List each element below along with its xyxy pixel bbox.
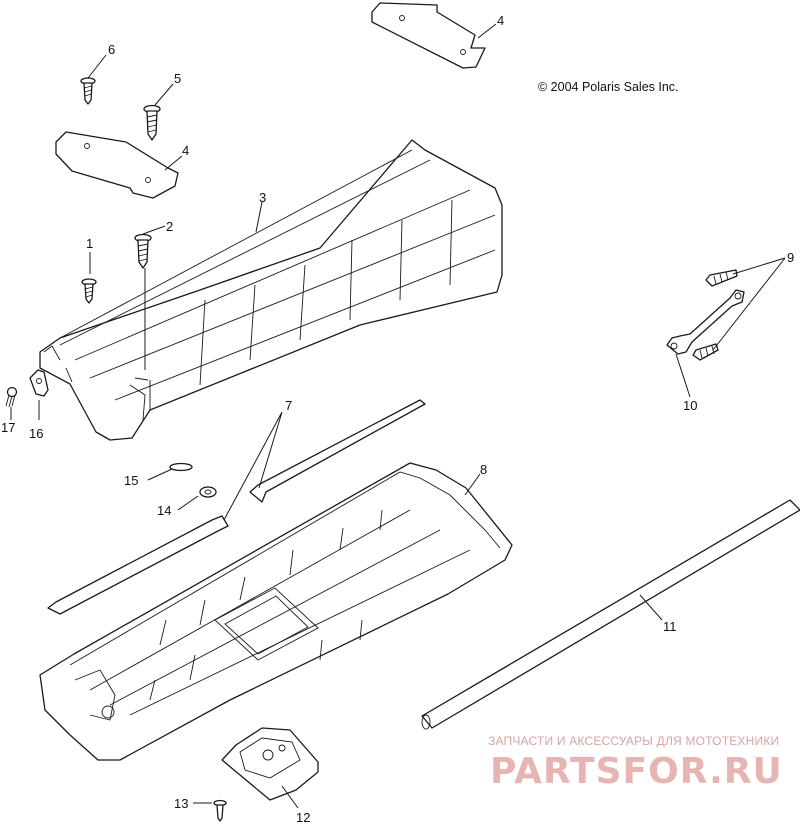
callout-8: 8	[480, 462, 487, 477]
callout-15: 15	[124, 473, 138, 488]
callout-4-mid: 4	[182, 143, 189, 158]
callout-2: 2	[166, 219, 173, 234]
rod-part-7-lower	[47, 515, 229, 615]
leader-lines	[10, 23, 786, 809]
nut-part-14	[199, 486, 217, 498]
screw-part-2	[134, 233, 152, 269]
screw-part-17	[5, 386, 18, 408]
callout-10: 10	[683, 398, 697, 413]
bracket-mid-part-4	[55, 131, 179, 199]
screw-part-9-lower	[692, 343, 719, 361]
copyright-text: © 2004 Polaris Sales Inc.	[538, 80, 679, 94]
watermark: ЗАПЧАСТИ И АКСЕССУАРЫ ДЛЯ МОТОТЕХНИКИ PA…	[488, 734, 783, 792]
callout-14: 14	[157, 503, 171, 518]
latch-plate-part-12	[221, 727, 319, 801]
rod-part-7-upper	[249, 399, 426, 503]
callout-labels: 1 2 3 4 4 5 6 7 8 9 10 11 12 13 14 15 16…	[1, 13, 794, 825]
tunnel-part-3	[39, 139, 503, 441]
screw-part-5	[143, 104, 161, 141]
callout-3: 3	[259, 190, 266, 205]
screw-part-13	[213, 799, 227, 822]
callout-12: 12	[296, 810, 310, 825]
tube-part-11	[421, 499, 800, 730]
screw-part-1	[81, 278, 97, 304]
callout-7: 7	[285, 398, 292, 413]
bracket-top-part-4	[371, 2, 486, 69]
clip-part-16	[29, 369, 49, 397]
callout-6: 6	[108, 42, 115, 57]
watermark-tagline: ЗАПЧАСТИ И АКСЕССУАРЫ ДЛЯ МОТОТЕХНИКИ	[488, 734, 779, 748]
screw-part-9-upper	[705, 269, 738, 287]
callout-17: 17	[1, 420, 15, 435]
callout-4-top: 4	[497, 13, 504, 28]
callout-9: 9	[787, 250, 794, 265]
callout-11: 11	[663, 619, 677, 634]
frame-part-8	[39, 462, 513, 761]
callout-5: 5	[174, 71, 181, 86]
callout-16: 16	[29, 426, 43, 441]
watermark-logo: PARTSFOR.RU	[490, 751, 783, 792]
rod-part-10	[666, 289, 745, 355]
callout-1: 1	[86, 236, 93, 251]
washer-part-15	[169, 462, 193, 472]
callout-13: 13	[174, 796, 188, 811]
screw-part-6	[80, 77, 96, 105]
